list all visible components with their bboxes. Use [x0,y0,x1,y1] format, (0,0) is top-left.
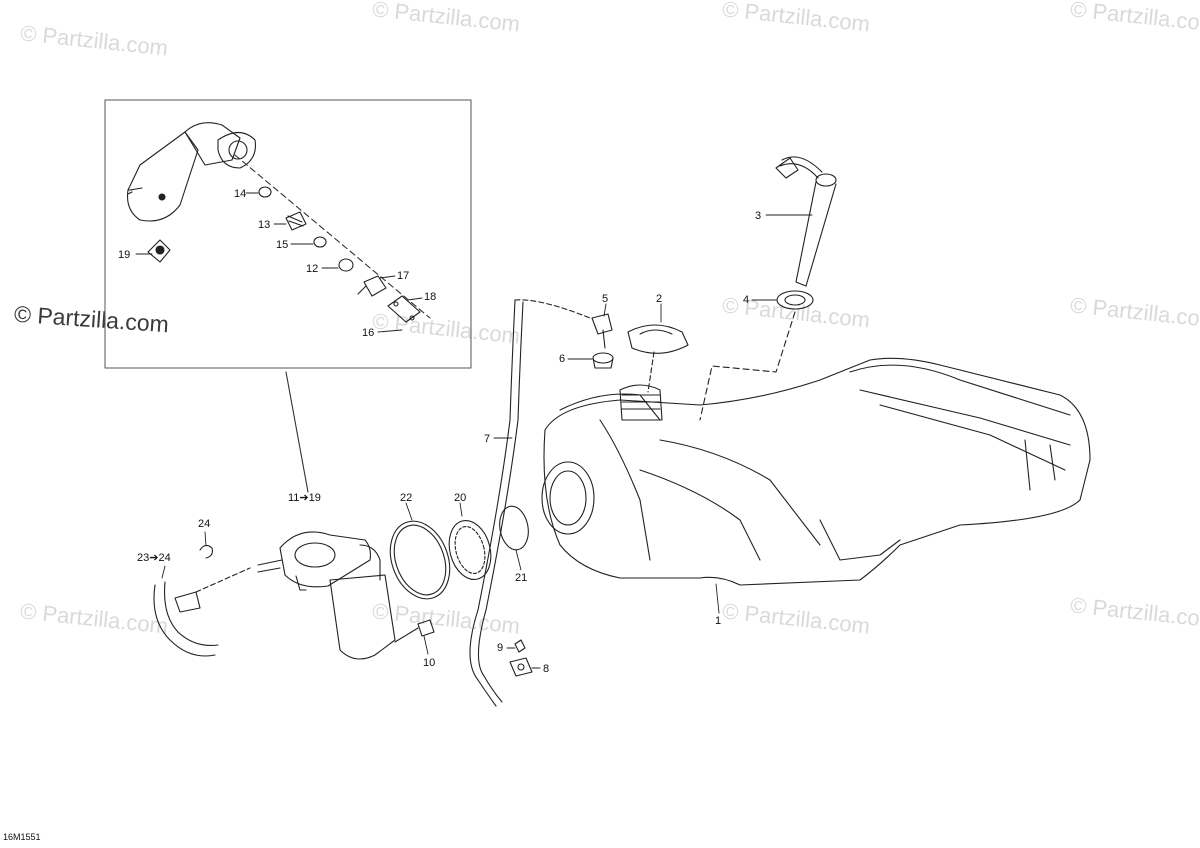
sensor-17 [357,275,387,297]
lock-ring-20-part [448,520,492,580]
filter-13 [285,211,307,231]
screw-19 [147,239,171,263]
callout-2: 2 [656,293,663,305]
fuel-line-part [153,567,251,657]
callout-10: 10 [423,657,436,669]
fuel-gauge-sender-3-part [775,156,837,287]
callout-13: 13 [258,219,271,231]
screw-9-part [514,639,526,653]
callout-6: 6 [559,353,566,365]
bolt-10-part [394,619,435,643]
callout-14: 14 [234,188,247,200]
callout-16: 16 [362,327,375,339]
callout-9: 9 [497,642,504,654]
clamp-22-part [389,520,451,600]
callout-24: 24 [198,518,211,530]
callout-4: 4 [743,294,750,306]
fitting-5-part [591,313,613,349]
callout-11-19: 11➔19 [288,492,321,504]
gasket-18 [387,295,421,323]
o-ring-21-part [499,505,529,551]
callout-15: 15 [276,239,289,251]
o-ring-15 [313,236,327,248]
callout-1: 1 [715,615,722,627]
callout-22: 22 [400,492,413,504]
grommet-4-part [776,290,814,310]
fuel-pump-inset-part [126,122,256,222]
callout-12: 12 [306,263,319,275]
drawing-code: 16M1551 [3,832,41,842]
fuel-tank-1-part [541,357,1091,586]
o-ring-12 [338,258,354,272]
vent-hose-7-part [469,299,591,707]
fuel-cap-2-part [627,324,689,354]
callout-5: 5 [602,293,609,305]
callout-18: 18 [424,291,437,303]
callout-21: 21 [515,572,528,584]
callout-3: 3 [755,210,762,222]
callout-7: 7 [484,433,491,445]
fuel-pump-assembly-part [257,531,396,660]
clip-24-part [199,544,213,559]
grommet-6-part [592,352,614,369]
o-ring-14 [258,186,272,198]
callout-23-24: 23➔24 [137,552,171,564]
callout-20: 20 [454,492,467,504]
callout-17: 17 [397,270,410,282]
clip-8-part [509,657,533,677]
callout-8: 8 [543,663,550,675]
inset-frame [104,99,472,369]
callout-19: 19 [118,249,131,261]
